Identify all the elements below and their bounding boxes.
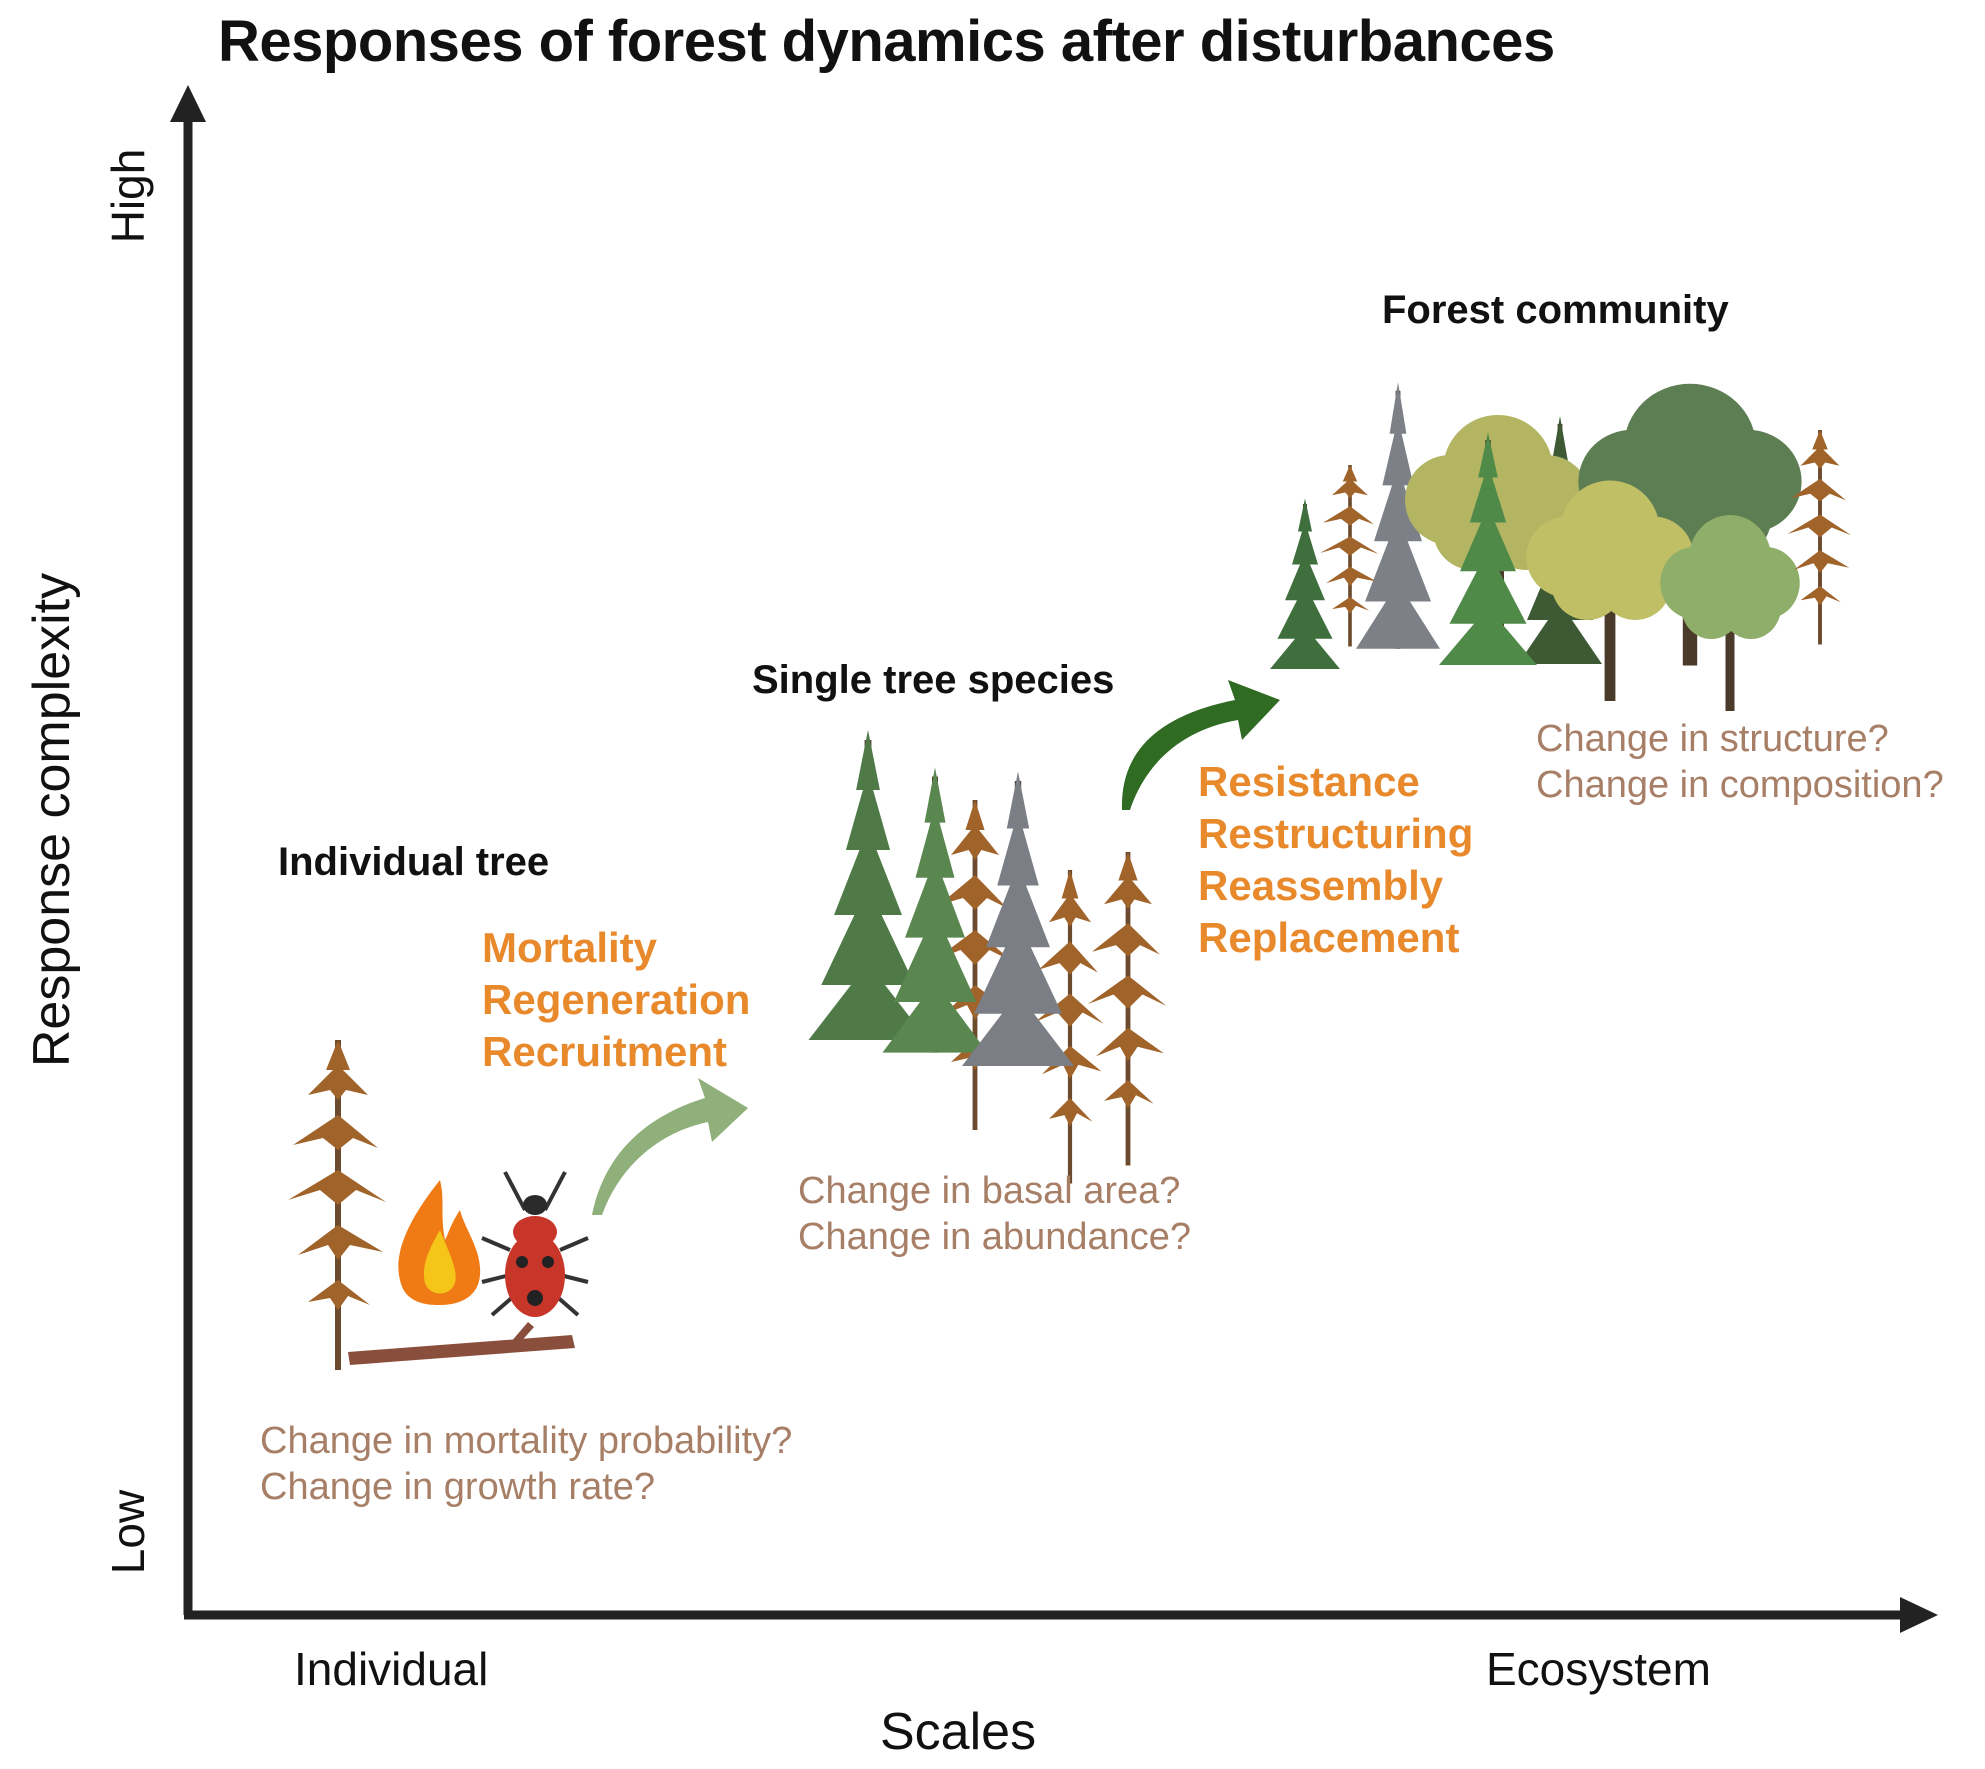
question-item: Change in growth rate? (260, 1466, 656, 1508)
process-item: Replacement (1198, 914, 1460, 961)
individual-tree-heading: Individual tree (278, 840, 550, 884)
y-axis-high-label: High (102, 148, 154, 244)
question-item: Change in structure? (1536, 718, 1889, 760)
single-species-processes: Resistance Restructuring Reassembly Repl… (1198, 756, 1473, 964)
question-item: Change in abundance? (798, 1216, 1192, 1258)
x-axis-label: Scales (880, 1703, 1037, 1761)
mixed-forest-icon (1270, 382, 1852, 711)
y-axis-low-label: Low (102, 1489, 154, 1575)
individual-tree-processes: Mortality Regeneration Recruitment (482, 922, 750, 1078)
single-species-heading: Single tree species (752, 658, 1115, 702)
process-item: Regeneration (482, 976, 751, 1023)
individual-tree-cluster (288, 1040, 589, 1370)
forest-community-questions: Change in structure? Change in compositi… (1536, 716, 1944, 808)
diagram-title: Responses of forest dynamics after distu… (218, 9, 1555, 74)
x-axis (184, 1597, 1938, 1633)
question-item: Change in basal area? (798, 1170, 1181, 1212)
x-axis-left-label: Individual (294, 1643, 489, 1695)
question-item: Change in mortality probability? (260, 1420, 793, 1462)
single-species-questions: Change in basal area? Change in abundanc… (798, 1168, 1191, 1260)
y-axis (170, 85, 206, 1615)
dead-pine-icon (288, 1040, 386, 1370)
individual-tree-questions: Change in mortality probability? Change … (260, 1418, 792, 1510)
arrow-species-to-community (1121, 680, 1280, 810)
conifer-stand-icon (808, 730, 1167, 1184)
y-axis-label: Response complexity (23, 572, 81, 1068)
x-axis-right-label: Ecosystem (1486, 1643, 1711, 1695)
beetle-icon (481, 1171, 589, 1317)
fallen-log-icon (348, 1322, 575, 1365)
question-item: Change in composition? (1536, 764, 1944, 806)
arrow-individual-to-species (592, 1078, 748, 1215)
process-item: Mortality (482, 924, 658, 971)
process-item: Resistance (1198, 758, 1420, 805)
process-item: Reassembly (1198, 862, 1444, 909)
process-item: Restructuring (1198, 810, 1474, 857)
fire-icon (398, 1180, 481, 1305)
process-item: Recruitment (482, 1028, 728, 1075)
forest-community-heading: Forest community (1382, 288, 1729, 332)
